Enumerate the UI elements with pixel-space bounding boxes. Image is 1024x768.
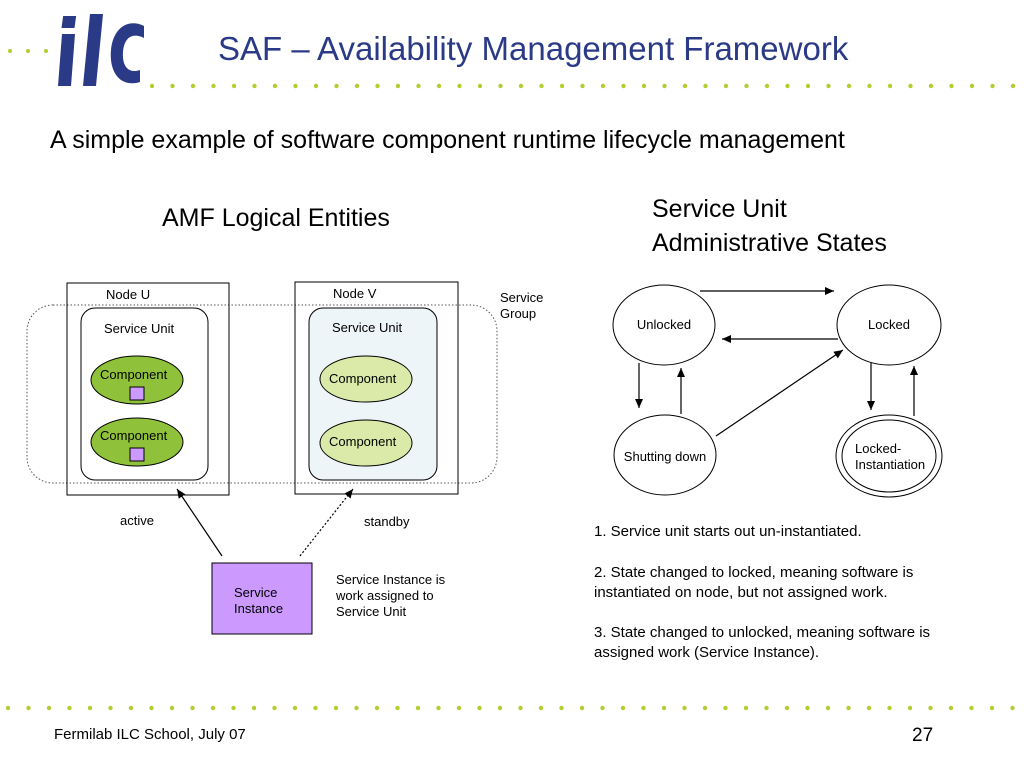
- admin-states-heading: Service Unit Administrative States: [652, 195, 887, 257]
- state-shutting-down-label: Shutting down: [623, 449, 707, 464]
- service-unit-v-label: Service Unit: [332, 320, 403, 335]
- header-dots: [149, 83, 1016, 89]
- component-u2-shape: [90, 417, 184, 467]
- node-v-box: [294, 281, 459, 495]
- state-locked-inst-inner: [841, 419, 937, 493]
- arrow-shutting-to-locked: [715, 349, 844, 437]
- state-unlocked-shape: [612, 284, 716, 366]
- state-unlocked-label: Unlocked: [636, 317, 692, 332]
- top-dotted-line: [8, 49, 48, 53]
- service-instance-note: Service Instance is work assigned to Ser…: [336, 572, 446, 619]
- active-label: active: [120, 513, 154, 528]
- component-u1-shape: [90, 355, 184, 405]
- ilc-logo: [58, 14, 144, 86]
- state-locked-shape: [836, 284, 942, 366]
- service-unit-u-label: Service Unit: [104, 321, 175, 336]
- footer-text: Fermilab ILC School, July 07: [54, 726, 246, 743]
- state-locked-instantiation-label: Locked-Instantiation: [855, 441, 926, 472]
- slide-subtitle: A simple example of software component r…: [50, 126, 845, 154]
- component-u2-square: [129, 447, 145, 462]
- note-3: 3. State changed to unlocked, meaning so…: [594, 624, 931, 661]
- note-2: 2. State changed to locked, meaning soft…: [594, 564, 914, 601]
- component-v1-label: Component: [329, 371, 397, 386]
- component-u1-label: Component: [100, 367, 168, 382]
- node-u-label: Node U: [106, 287, 151, 302]
- standby-arrow: [299, 488, 354, 557]
- service-group-label: Service Group: [500, 290, 544, 321]
- slide-title: SAF – Availability Management Framework: [218, 30, 849, 67]
- component-v1-shape: [319, 355, 413, 403]
- active-arrow: [176, 488, 223, 557]
- standby-label: standby: [364, 514, 410, 529]
- service-instance-box: [211, 562, 313, 635]
- service-instance-label: Service Instance: [234, 585, 284, 616]
- component-u2-label: Component: [100, 428, 168, 443]
- component-u1-square: [129, 386, 145, 401]
- state-shutting-down-shape: [613, 414, 717, 496]
- page-number: 27: [912, 725, 934, 746]
- note-1: 1. Service unit starts out un-instantiat…: [594, 523, 862, 540]
- component-v2-shape: [319, 419, 413, 467]
- service-group-box: [26, 304, 498, 484]
- amf-entities-heading: AMF Logical Entities: [162, 204, 390, 232]
- node-u-box: [66, 282, 230, 496]
- footer-dots: [5, 705, 1015, 711]
- component-v2-label: Component: [329, 434, 397, 449]
- node-v-label: Node V: [333, 286, 377, 301]
- state-locked-label: Locked: [868, 317, 910, 332]
